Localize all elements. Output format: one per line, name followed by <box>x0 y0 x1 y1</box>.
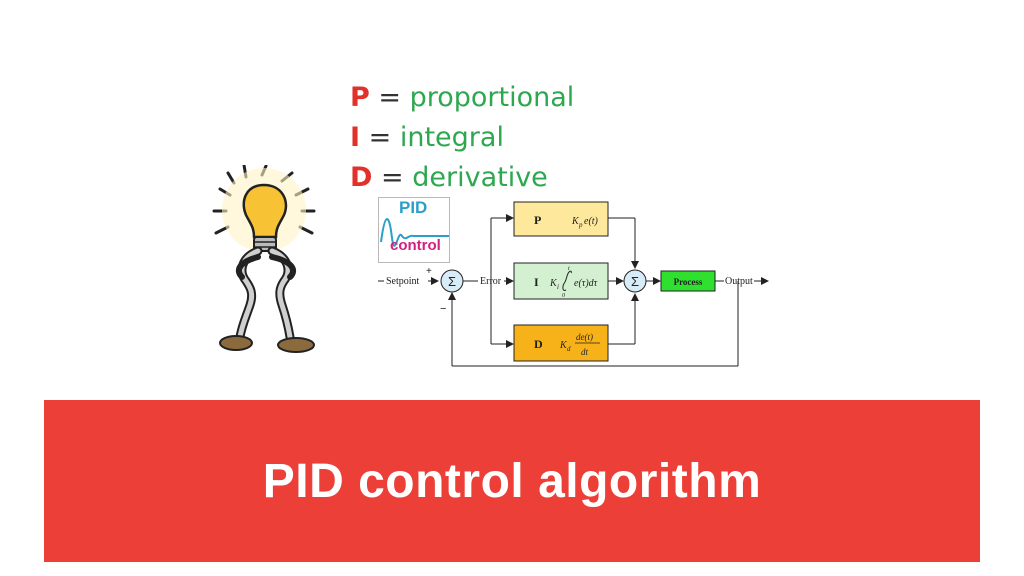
p-block-letter: P <box>534 213 541 227</box>
process-label: Process <box>674 277 703 287</box>
d-formula-sub: d <box>567 345 571 353</box>
sum-symbol-2: Σ <box>631 274 639 289</box>
p-formula-k: K <box>571 216 580 227</box>
i-formula-lower: 0 <box>562 293 565 299</box>
legend-row-d: D = derivative <box>350 158 574 198</box>
i-formula-sub: i <box>557 283 559 291</box>
legend-word: integral <box>399 122 504 153</box>
logo-subtitle: control <box>390 237 441 254</box>
legend-letter: I <box>350 122 361 153</box>
lightbulb-character-icon <box>212 165 316 353</box>
d-formula-den: dt <box>581 347 589 357</box>
d-formula-num: de(t) <box>576 332 593 342</box>
sum-symbol-1: Σ <box>448 274 456 289</box>
p-formula-rest: e(t) <box>584 216 599 227</box>
banner-title: PID control algorithm <box>262 454 762 508</box>
output-label: Output <box>725 276 753 287</box>
logo-title: PID <box>399 198 428 217</box>
p-formula-sub: p <box>578 221 583 229</box>
setpoint-label: Setpoint <box>386 276 420 287</box>
pid-control-logo: PID control <box>378 197 450 263</box>
d-formula-k: K <box>559 340 568 351</box>
legend-word: derivative <box>412 162 548 193</box>
plus-sign: + <box>426 266 432 277</box>
pid-legend: P = proportional I = integral D = deriva… <box>350 78 574 198</box>
legend-row-p: P = proportional <box>350 78 574 118</box>
minus-sign: − <box>440 303 446 315</box>
pid-block-diagram: Setpoint + − Σ Error P K p e(t) I K i t … <box>378 201 769 367</box>
oscillation-curve-icon <box>380 218 449 247</box>
i-block <box>513 262 609 300</box>
legend-row-i: I = integral <box>350 118 574 158</box>
i-block-letter: I <box>534 275 539 289</box>
i-formula-k: K <box>549 278 558 289</box>
legend-word: proportional <box>409 82 575 113</box>
legend-equals: = <box>381 162 404 193</box>
title-banner: PID control algorithm <box>44 400 980 562</box>
legend-equals: = <box>368 122 392 153</box>
d-block-letter: D <box>534 337 543 351</box>
legend-letter: P <box>350 82 370 113</box>
i-formula-upper: t <box>568 266 570 272</box>
i-formula-rest: e(τ)dτ <box>574 278 598 289</box>
integral-sign-icon <box>562 270 572 291</box>
legend-equals: = <box>378 82 402 113</box>
legend-letter: D <box>350 162 373 193</box>
p-block <box>513 201 609 237</box>
